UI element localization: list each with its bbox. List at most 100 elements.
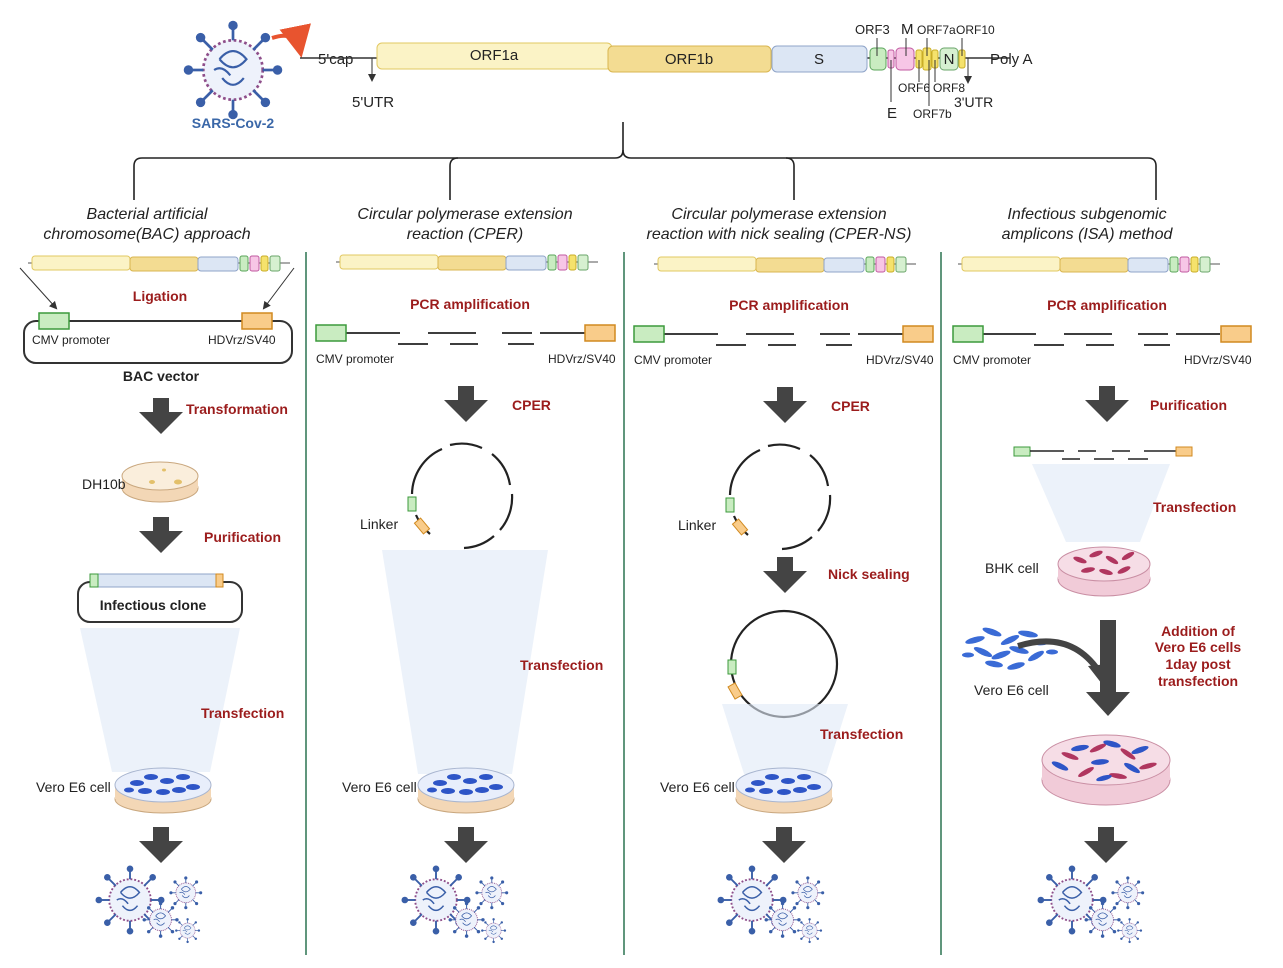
- cper-mini-genome: [336, 254, 598, 271]
- bac-host-label: DH10b: [82, 476, 126, 492]
- linker-orange: [413, 517, 431, 535]
- petri-dish-icon: [114, 767, 212, 814]
- curved-arrow: [1017, 638, 1101, 672]
- s-segment: [771, 45, 868, 73]
- arrow-icon: [139, 827, 183, 863]
- bhk-dish: [1057, 546, 1151, 597]
- cperns-nick-label: Nick sealing: [828, 566, 910, 582]
- vero-cells-cluster: [962, 627, 1058, 670]
- branch-bracket: [133, 122, 1157, 200]
- sealed-circle: [729, 609, 839, 719]
- linker-green: [727, 659, 737, 675]
- hdv-box: [241, 312, 273, 330]
- arrow-icon: [1085, 386, 1129, 422]
- dh10b-dish: [121, 461, 199, 503]
- orf6-label: ORF6: [898, 81, 930, 95]
- hdv-box: [584, 324, 616, 342]
- orf10-label: ORF10: [956, 23, 995, 37]
- cperns-pcr-label: PCR amplification: [729, 297, 849, 313]
- red-arrow-icon: [271, 23, 311, 58]
- isa-addition-line1: Addition of: [1161, 623, 1235, 639]
- arrow-icon: [139, 517, 183, 553]
- cper-cell-label: Vero E6 cell: [342, 779, 417, 795]
- cperns-cell-label: Vero E6 cell: [660, 779, 735, 795]
- orf3-segment: [869, 47, 887, 71]
- cper-hdv-label: HDVrz/SV40: [548, 352, 616, 366]
- long-arrow-head: [1086, 692, 1130, 716]
- panel-isa: Infectious subgenomic amplicons (ISA) me…: [952, 206, 1252, 944]
- cper-circle: [410, 442, 514, 550]
- transfection-beam: [382, 550, 548, 774]
- panel-cperns: Circular polymerase extension reaction w…: [633, 206, 934, 944]
- isa-vero-label: Vero E6 cell: [974, 682, 1049, 698]
- cperns-circle: [728, 443, 832, 551]
- orf3-label: ORF3: [855, 22, 890, 37]
- cperns-title-line2: reaction with nick sealing (CPER-NS): [647, 226, 912, 243]
- isa-cmv-label: CMV promoter: [953, 353, 1031, 367]
- cmv-promoter-box: [633, 325, 665, 343]
- transfection-beam: [80, 628, 240, 772]
- e-label: E: [887, 105, 897, 122]
- cper-fragments: [346, 332, 585, 345]
- bac-transfection-label: Transfection: [201, 705, 284, 721]
- cmv-promoter-box: [38, 312, 70, 330]
- petri-dish-icon: [417, 767, 515, 814]
- transfection-beam: [1032, 464, 1170, 542]
- arrow-icon: [763, 387, 807, 423]
- arrow-icon: [763, 557, 807, 593]
- panel-dividers: [305, 252, 942, 955]
- orf1b-segment: [607, 45, 772, 73]
- panel-bac: Bacterial artificial chromosome(BAC) app…: [19, 206, 295, 944]
- mixed-dish: [1041, 734, 1171, 806]
- utr5-label: 5'UTR: [352, 94, 394, 111]
- bac-clone-label: Infectious clone: [100, 597, 207, 613]
- cper-cper-label: CPER: [512, 397, 551, 413]
- sars-cov-2-virus: SARS-Cov-2: [182, 19, 311, 131]
- bac-purification-label: Purification: [204, 529, 281, 545]
- isa-mini-genome: [958, 256, 1220, 273]
- arrow-icon: [444, 386, 488, 422]
- cper-cmv-label: CMV promoter: [316, 352, 394, 366]
- panel-cper: Circular polymerase extension reaction (…: [315, 206, 616, 943]
- isa-fragments: [983, 333, 1220, 346]
- cmv-promoter-box: [952, 325, 984, 343]
- bac-title-line2: chromosome(BAC) approach: [43, 226, 250, 243]
- hdv-box: [902, 325, 934, 343]
- orf7b-label: ORF7b: [913, 107, 952, 121]
- orf1b-label: ORF1b: [665, 51, 713, 68]
- cperns-cmv-label: CMV promoter: [634, 353, 712, 367]
- cper-title-line2: reaction (CPER): [407, 226, 523, 243]
- cperns-transfection-label: Transfection: [820, 726, 903, 742]
- isa-hdv-label: HDVrz/SV40: [1184, 353, 1252, 367]
- cperns-hdv-label: HDVrz/SV40: [866, 353, 934, 367]
- long-arrow-shaft: [1100, 620, 1116, 694]
- cperns-fragments: [664, 333, 903, 346]
- isa-bhk-label: BHK cell: [985, 560, 1039, 576]
- orf7a-label: ORF7a: [917, 23, 956, 37]
- m-label: M: [901, 21, 914, 38]
- isa-addition-line4: transfection: [1158, 673, 1238, 689]
- virus-progeny-icon: [1038, 866, 1145, 944]
- linker-green: [407, 496, 417, 512]
- infectious-clone: [77, 573, 243, 623]
- linker-orange: [727, 682, 743, 700]
- isa-title-line2: amplicons (ISA) method: [1002, 226, 1174, 243]
- virus-progeny-icon: [718, 866, 825, 944]
- orf1a-label: ORF1a: [470, 47, 519, 64]
- hdv-box: [1220, 325, 1252, 343]
- m-segment: [895, 47, 915, 71]
- arrow-icon: [444, 827, 488, 863]
- n-label: N: [944, 51, 955, 68]
- petri-dish-icon: [735, 767, 833, 814]
- cperns-linker-label: Linker: [678, 517, 716, 533]
- linker-orange: [731, 518, 749, 536]
- cper-pcr-label: PCR amplification: [410, 296, 530, 312]
- virus-progeny-icon: [96, 866, 203, 944]
- bac-title-line1: Bacterial artificial: [87, 206, 208, 223]
- cperns-cper-label: CPER: [831, 398, 870, 414]
- cper-transfection-label: Transfection: [520, 657, 603, 673]
- n-segment: [939, 47, 959, 71]
- arrow-icon: [1084, 827, 1128, 863]
- bac-mini-genome: [28, 255, 290, 272]
- cap-label: 5'cap: [318, 51, 353, 68]
